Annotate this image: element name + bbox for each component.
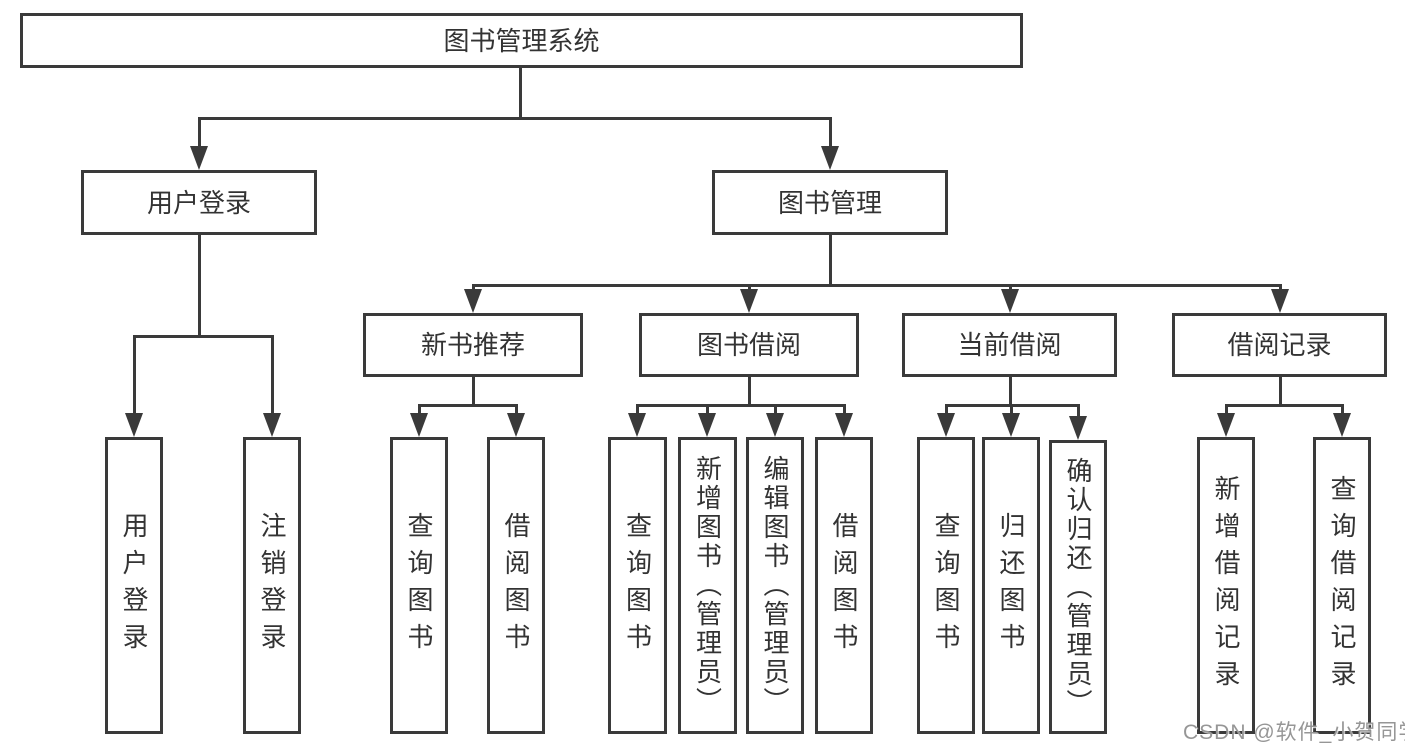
arrow-down-icon [740,289,758,313]
node-add-borrow-record: 新增借阅记录 [1197,437,1255,734]
arrow-down-icon [464,289,482,313]
node-label: 编辑图书（管理员） [760,455,790,716]
node-confirm-return-admin: 确认归还（管理员） [1049,440,1107,734]
arrow-down-icon [1002,413,1020,437]
connector-rail [197,116,832,120]
arrow-down-icon [125,413,143,437]
arrow-down-icon [1271,289,1289,313]
connector-drop [270,336,274,417]
arrow-down-icon [1217,413,1235,437]
node-book-borrowing: 图书借阅 [639,313,859,377]
connector-rail [471,283,1282,287]
connector-rail [417,403,518,407]
node-borrow-books-borrowing: 借阅图书 [815,437,873,734]
node-label: 查询图书 [931,511,961,660]
node-label: 注销登录 [257,511,287,660]
arrow-down-icon [628,413,646,437]
connector-drop [1340,405,1344,417]
arrow-down-icon [821,146,839,170]
connector-drop [842,405,846,417]
connector-rail [132,334,274,338]
connector-drop [1224,405,1228,417]
arrow-down-icon [835,413,853,437]
connector-drop [705,405,709,417]
connector-drop [828,118,832,150]
arrow-down-icon [1333,413,1351,437]
node-borrowing-records: 借阅记录 [1172,313,1387,377]
arrow-down-icon [1069,416,1087,440]
node-user-login: 用户登录 [105,437,163,734]
arrow-down-icon [766,413,784,437]
node-add-book-admin: 新增图书（管理员） [678,437,737,734]
node-current-borrowing: 当前借阅 [902,313,1117,377]
node-label: 确认归还（管理员） [1063,456,1093,718]
arrow-down-icon [1001,289,1019,313]
arrow-down-icon [263,413,281,437]
node-label: 图书管理系统 [443,25,600,56]
connector-drop [197,118,201,150]
connector-stub [1008,377,1012,407]
node-user-login-module: 用户登录 [81,170,317,235]
node-label: 新增借阅记录 [1211,474,1241,697]
node-query-books-current: 查询图书 [917,437,975,734]
node-label: 借阅图书 [501,511,531,660]
arrow-down-icon [698,413,716,437]
node-query-books-borrowing: 查询图书 [608,437,667,734]
node-label: 图书管理 [777,187,882,218]
arrow-down-icon [190,146,208,170]
connector-stub [1278,377,1282,407]
arrow-down-icon [507,413,525,437]
node-label: 新书推荐 [420,330,525,360]
node-edit-book-admin: 编辑图书（管理员） [746,437,804,734]
node-label: 新增图书（管理员） [692,455,723,716]
node-label: 当前借阅 [957,330,1062,360]
node-return-books: 归还图书 [982,437,1040,734]
node-book-management: 图书管理 [712,170,948,235]
connector-drop [773,405,777,417]
node-label: 归还图书 [996,511,1026,660]
connector-drop [132,336,136,417]
connector-stub [518,68,522,120]
connector-rail [635,403,846,407]
connector-drop [1009,405,1013,417]
node-label: 查询借阅记录 [1327,474,1357,697]
node-query-borrow-record: 查询借阅记录 [1313,437,1371,734]
node-label: 借阅记录 [1227,330,1332,360]
connector-stub [828,235,832,287]
connector-drop [944,405,948,417]
node-new-book-recommend: 新书推荐 [363,313,583,377]
connector-drop [635,405,639,417]
connector-stub [197,235,201,338]
arrow-down-icon [937,413,955,437]
connector-drop [514,405,518,417]
node-label: 查询图书 [404,511,434,660]
node-logout-login: 注销登录 [243,437,301,734]
node-label: 用户登录 [119,511,149,660]
arrow-down-icon [410,413,428,437]
connector-stub [747,377,751,407]
connector-rail [1224,403,1344,407]
connector-stub [471,377,475,407]
watermark: CSDN @软件_小贺同学 [1183,721,1405,744]
connector-drop [1076,405,1080,420]
connector-drop [417,405,421,417]
node-label: 借阅图书 [829,511,859,660]
node-query-books-recommend: 查询图书 [390,437,448,734]
node-library-management-system: 图书管理系统 [20,13,1023,68]
node-label: 用户登录 [146,187,251,218]
node-label: 查询图书 [622,511,653,660]
node-label: 图书借阅 [696,330,801,360]
node-borrow-books-recommend: 借阅图书 [487,437,545,734]
